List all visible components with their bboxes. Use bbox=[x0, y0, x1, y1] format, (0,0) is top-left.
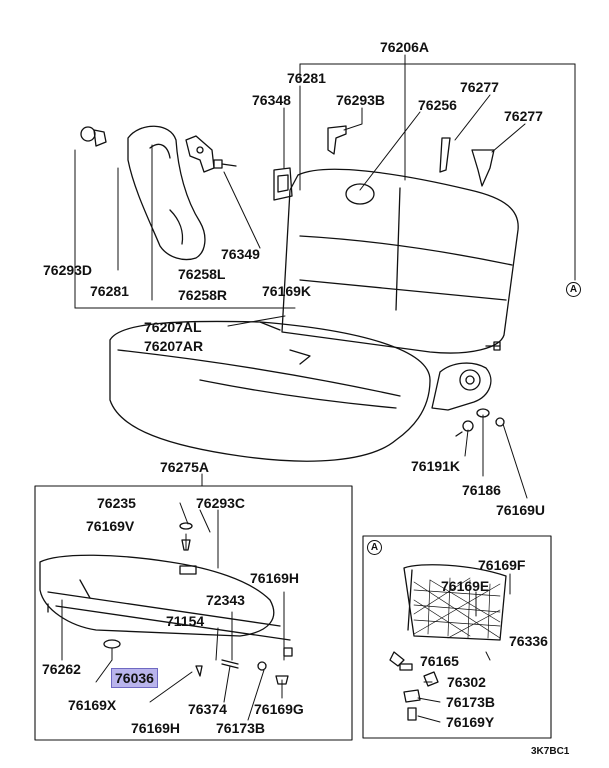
net-pocket bbox=[403, 564, 507, 641]
clip-76293D bbox=[80, 126, 107, 147]
label-76293B: 76293B bbox=[336, 92, 386, 108]
label-76169F: 76169F bbox=[478, 557, 526, 573]
label-76169K: 76169K bbox=[262, 283, 312, 299]
label-76207AR: 76207AR bbox=[144, 338, 204, 354]
leader-lines bbox=[74, 54, 576, 499]
label-76165: 76165 bbox=[420, 653, 459, 669]
label-76036-highlighted[interactable]: 76036 bbox=[111, 668, 158, 688]
inset-small-parts bbox=[389, 651, 439, 721]
label-76262: 76262 bbox=[42, 661, 81, 677]
washer-76186 bbox=[476, 408, 490, 418]
label-76169V: 76169V bbox=[86, 518, 135, 534]
pin-76277b bbox=[471, 149, 495, 187]
label-76275A: 76275A bbox=[160, 459, 210, 475]
bolt-76191K bbox=[455, 420, 474, 437]
inset-box-a bbox=[362, 535, 552, 739]
label-76277-a: 76277 bbox=[460, 79, 499, 95]
label-76169H-a: 76169H bbox=[250, 570, 300, 586]
label-76169G: 76169G bbox=[254, 701, 304, 717]
label-76186: 76186 bbox=[462, 482, 501, 498]
inset-leaders bbox=[417, 573, 511, 723]
label-76293D: 76293D bbox=[43, 262, 93, 278]
reference-marker-a: A bbox=[566, 282, 581, 297]
label-76258L: 76258L bbox=[178, 266, 226, 282]
lower-cushion bbox=[39, 554, 291, 641]
label-76293C: 76293C bbox=[196, 495, 246, 511]
label-76281-b: 76281 bbox=[90, 283, 129, 299]
label-76169U: 76169U bbox=[496, 502, 546, 518]
hinge-bracket bbox=[185, 135, 215, 173]
label-76169H-b: 76169H bbox=[131, 720, 181, 736]
lower-box-leaders bbox=[61, 502, 285, 721]
seat-cushion bbox=[109, 320, 431, 462]
label-76235: 76235 bbox=[97, 495, 136, 511]
label-76207AL: 76207AL bbox=[144, 319, 202, 335]
small-parts-box bbox=[103, 522, 293, 685]
label-76173B-b: 76173B bbox=[446, 694, 496, 710]
label-76256: 76256 bbox=[418, 97, 457, 113]
label-71154: 71154 bbox=[166, 613, 205, 629]
label-76169Y: 76169Y bbox=[446, 714, 495, 730]
label-76173B-a: 76173B bbox=[216, 720, 266, 736]
pin-76277a bbox=[439, 137, 451, 173]
bolt-76169U bbox=[495, 417, 505, 427]
cushion-frame-box bbox=[34, 485, 353, 741]
seat-back bbox=[281, 168, 519, 354]
label-76336: 76336 bbox=[509, 633, 548, 649]
label-76277-b: 76277 bbox=[504, 108, 543, 124]
label-72343: 72343 bbox=[206, 592, 245, 608]
label-76281-a: 76281 bbox=[287, 70, 326, 86]
label-76349: 76349 bbox=[221, 246, 260, 262]
label-76169X: 76169X bbox=[68, 697, 117, 713]
strap-76348 bbox=[273, 167, 293, 201]
label-76374: 76374 bbox=[188, 701, 227, 717]
label-76302: 76302 bbox=[447, 674, 486, 690]
label-76206A: 76206A bbox=[380, 39, 430, 55]
label-76258R: 76258R bbox=[178, 287, 228, 303]
clip-76293B bbox=[327, 125, 347, 155]
inset-marker-a: A bbox=[367, 540, 382, 555]
recliner-mechanism bbox=[431, 341, 501, 411]
label-76191K: 76191K bbox=[411, 458, 461, 474]
side-trim-panel bbox=[127, 125, 206, 261]
label-76169E: 76169E bbox=[441, 578, 490, 594]
label-76348: 76348 bbox=[252, 92, 291, 108]
diagram-code: 3K7BC1 bbox=[531, 746, 570, 757]
bolt-76349 bbox=[213, 159, 237, 169]
